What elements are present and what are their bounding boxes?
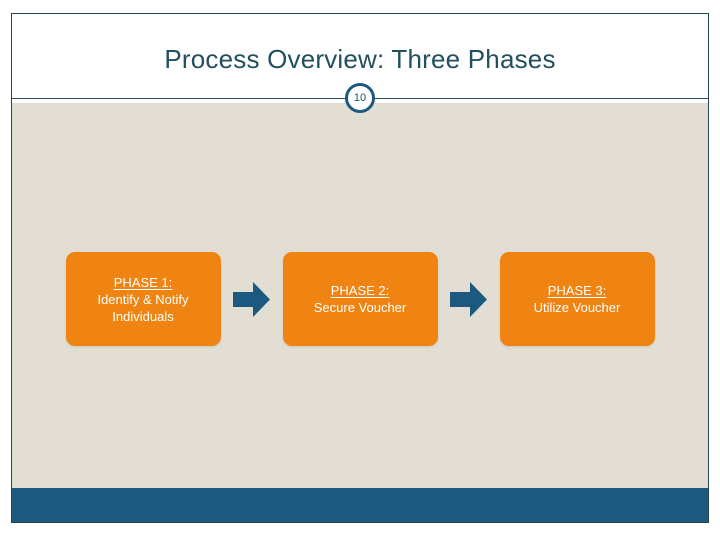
slide-body: PHASE 1: Identify & Notify Individuals P… — [12, 103, 708, 522]
right-arrow-icon — [450, 281, 487, 317]
phase-box-1[interactable]: PHASE 1: Identify & Notify Individuals — [65, 252, 221, 346]
phase-1-label: PHASE 1: — [113, 274, 173, 290]
phase-1-description: Identify & Notify Individuals — [97, 291, 189, 324]
slide-canvas: Process Overview: Three Phases 10 PHASE … — [11, 13, 709, 523]
slide-number-value: 10 — [353, 91, 367, 104]
phase-2-label: PHASE 2: — [330, 283, 390, 298]
phase-3-label: PHASE 3: — [547, 283, 607, 298]
right-arrow-icon — [233, 281, 270, 317]
connector-1 — [221, 252, 283, 346]
phase-box-3[interactable]: PHASE 3: Utilize Voucher — [499, 252, 655, 346]
footer-bar — [12, 488, 708, 522]
phase-box-2[interactable]: PHASE 2: Secure Voucher — [282, 252, 438, 346]
process-flow-diagram: PHASE 1: Identify & Notify Individuals P… — [12, 249, 708, 349]
page-title: Process Overview: Three Phases — [164, 44, 556, 74]
phase-3-description: Utilize Voucher — [533, 300, 621, 315]
slide-number-badge: 10 — [345, 83, 375, 113]
phase-2-description: Secure Voucher — [313, 300, 407, 315]
connector-2 — [438, 252, 500, 346]
